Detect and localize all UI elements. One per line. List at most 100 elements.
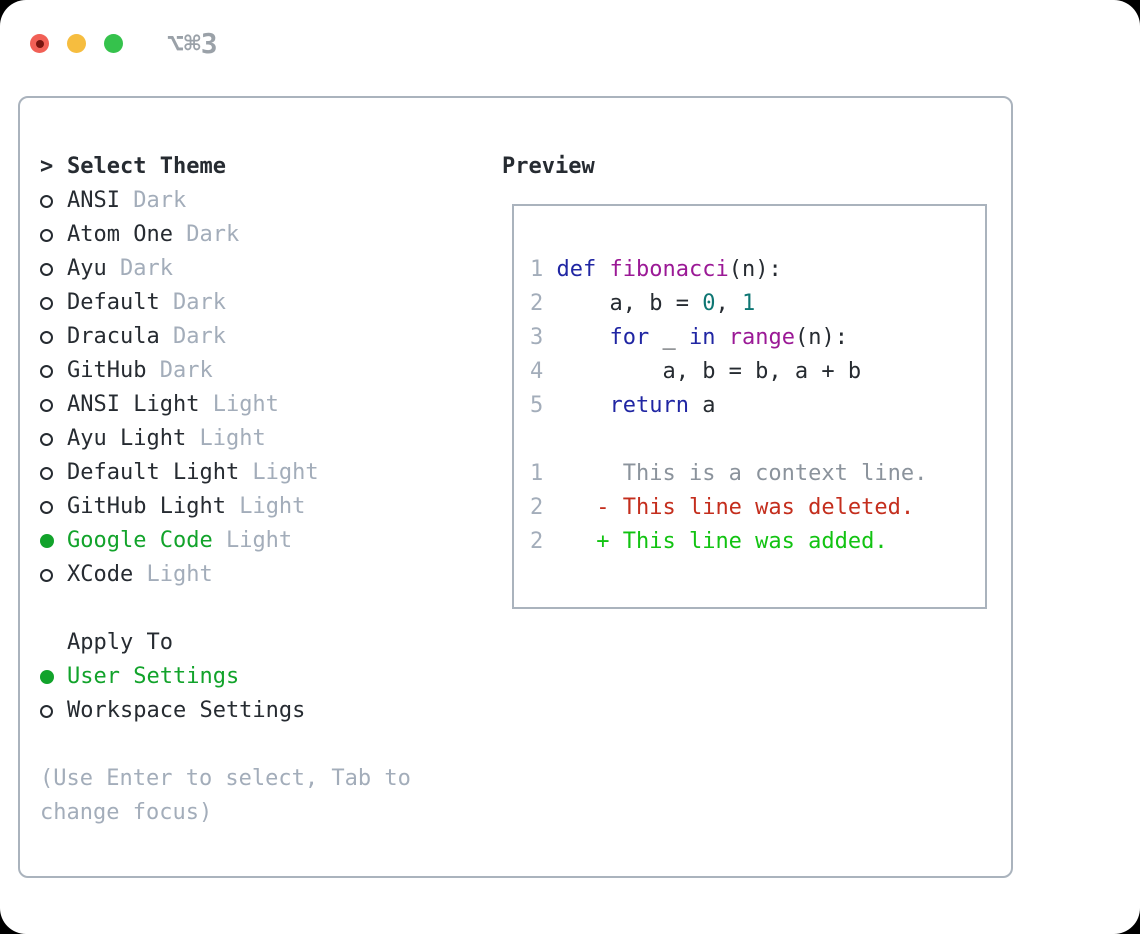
option-variant-label: Light — [239, 460, 319, 485]
option-variant-label: Dark — [172, 222, 240, 247]
option-theme-default-light[interactable]: Default Light Light — [40, 456, 480, 490]
code-token — [715, 325, 728, 350]
option-variant-label: Dark — [146, 358, 213, 383]
diff-line-added: 2 + This line was added. — [530, 525, 985, 559]
line-number: 2 — [530, 529, 544, 554]
option-label: ANSI Light — [67, 392, 200, 417]
diff-text: - This line was deleted. — [596, 495, 915, 520]
option-label: GitHub Light — [67, 494, 226, 519]
line-number: 1 — [530, 257, 544, 282]
code-token: return — [609, 393, 689, 418]
code-line: 3 for _ in range(n): — [530, 321, 985, 355]
select-theme-header: Select Theme — [67, 154, 226, 179]
option-label: Default Light — [67, 460, 240, 485]
option-variant-label: Dark — [106, 256, 173, 281]
code-token: def — [556, 257, 597, 282]
radio-icon — [40, 568, 67, 582]
code-token: range — [728, 325, 795, 350]
option-label: Workspace Settings — [67, 698, 306, 723]
diff-line-context: 1 This is a context line. — [530, 457, 985, 491]
diff-text: This is a context line. — [596, 461, 928, 486]
code-token: fibonacci — [609, 257, 729, 282]
code-token: , — [715, 291, 742, 316]
option-label: GitHub — [67, 358, 147, 383]
option-label: User Settings — [67, 664, 240, 689]
code-line: 5 return a — [530, 389, 985, 423]
option-label: Default — [67, 290, 160, 315]
option-theme-dracula[interactable]: Dracula Dark — [40, 320, 480, 354]
option-theme-atom-one[interactable]: Atom One Dark — [40, 218, 480, 252]
option-theme-xcode[interactable]: XCode Light — [40, 558, 480, 592]
option-label: XCode — [67, 562, 134, 587]
minimize-button[interactable] — [67, 34, 86, 53]
radio-icon — [40, 432, 67, 446]
code-token — [557, 393, 610, 418]
code-token: a, b = b, a + b — [556, 359, 862, 384]
option-variant-label: Dark — [119, 188, 187, 213]
option-theme-default[interactable]: Default Dark — [40, 286, 480, 320]
radio-icon — [40, 398, 67, 412]
option-label: ANSI — [67, 188, 120, 213]
line-number: 2 — [530, 495, 544, 520]
option-variant-label: Light — [199, 392, 279, 417]
close-button[interactable] — [30, 34, 49, 53]
option-label: Google Code — [67, 528, 213, 553]
option-theme-ayu[interactable]: Ayu Dark — [40, 252, 480, 286]
diff-preview: 1 This is a context line.2 - This line w… — [530, 457, 985, 559]
preview-header: Preview — [502, 154, 595, 179]
option-variant-label: Light — [186, 426, 266, 451]
zoom-button[interactable] — [104, 34, 123, 53]
titlebar: ⌥⌘3 — [30, 27, 218, 60]
diff-line-deleted: 2 - This line was deleted. — [530, 491, 985, 525]
code-token: for — [609, 325, 650, 350]
option-apply-workspace-settings[interactable]: Workspace Settings — [40, 694, 480, 728]
option-theme-github[interactable]: GitHub Dark — [40, 354, 480, 388]
radio-icon — [40, 704, 67, 718]
unsaved-indicator-icon — [35, 39, 44, 48]
option-theme-google-code[interactable]: Google Code Light — [40, 524, 480, 558]
code-token: (n): — [728, 257, 782, 282]
preview-gap — [530, 423, 985, 457]
option-variant-label: Dark — [159, 290, 226, 315]
code-line: 1 def fibonacci(n): — [530, 253, 985, 287]
option-variant-label: Light — [133, 562, 213, 587]
selected-radio-icon — [40, 534, 67, 548]
option-theme-ansi[interactable]: ANSI Dark — [40, 184, 480, 218]
radio-icon — [40, 228, 67, 242]
window-title: ⌥⌘3 — [167, 27, 218, 60]
code-token: 1 — [741, 291, 756, 316]
option-theme-github-light[interactable]: GitHub Light Light — [40, 490, 480, 524]
code-line: 2 a, b = 0, 1 — [530, 287, 985, 321]
option-label: Ayu — [67, 256, 107, 281]
option-apply-user-settings[interactable]: User Settings — [40, 660, 480, 694]
apply-to-header-row: Apply To — [40, 626, 480, 660]
radio-icon — [40, 500, 67, 514]
option-label: Ayu Light — [67, 426, 187, 451]
code-token — [557, 325, 610, 350]
line-number: 4 — [530, 359, 544, 384]
code-token: a, b = — [556, 291, 703, 316]
radio-icon — [40, 194, 67, 208]
line-number: 5 — [530, 393, 544, 418]
code-token: (n): — [794, 325, 848, 350]
option-theme-ansi-light[interactable]: ANSI Light Light — [40, 388, 480, 422]
diff-text: + This line was added. — [596, 529, 888, 554]
option-label: Dracula — [67, 324, 160, 349]
selected-radio-icon — [40, 670, 67, 684]
keyboard-hint: (Use Enter to select, Tab to change focu… — [40, 766, 411, 825]
code-token — [596, 257, 609, 282]
option-theme-ayu-light[interactable]: Ayu Light Light — [40, 422, 480, 456]
code-token: in — [688, 325, 716, 350]
radio-icon — [40, 364, 67, 378]
focus-caret-icon: > — [40, 154, 54, 179]
code-line: 4 a, b = b, a + b — [530, 355, 985, 389]
option-label: Atom One — [67, 222, 173, 247]
radio-icon — [40, 330, 67, 344]
